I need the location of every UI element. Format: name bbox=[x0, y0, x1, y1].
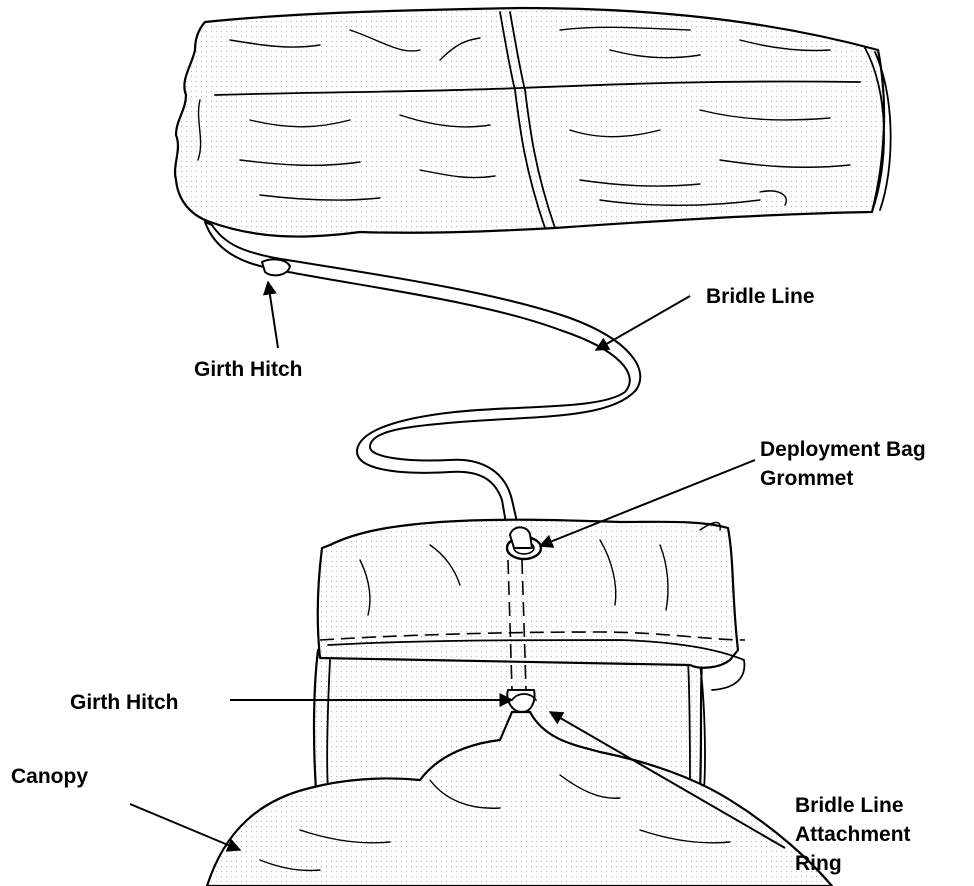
bridle-line-arrow bbox=[596, 296, 690, 350]
attachment-ring-label-line3: Ring bbox=[795, 851, 842, 876]
canopy-arrow bbox=[130, 804, 240, 850]
attachment-ring-label-line1: Bridle Line bbox=[795, 793, 904, 818]
canopy bbox=[207, 712, 832, 886]
girth-hitch-top-arrow bbox=[268, 282, 278, 348]
bridle-line-label: Bridle Line bbox=[706, 284, 815, 309]
pilot-chute bbox=[175, 8, 891, 237]
girth-hitch-bottom-label: Girth Hitch bbox=[70, 690, 179, 715]
deployment-bag-grommet-label-line1: Deployment Bag bbox=[760, 437, 926, 462]
attachment-ring-label-line2: Attachment bbox=[795, 822, 911, 847]
deployment-bag-grommet-label-line2: Grommet bbox=[760, 466, 853, 491]
canopy-label: Canopy bbox=[11, 764, 88, 789]
girth-hitch-top-label: Girth Hitch bbox=[194, 357, 303, 382]
